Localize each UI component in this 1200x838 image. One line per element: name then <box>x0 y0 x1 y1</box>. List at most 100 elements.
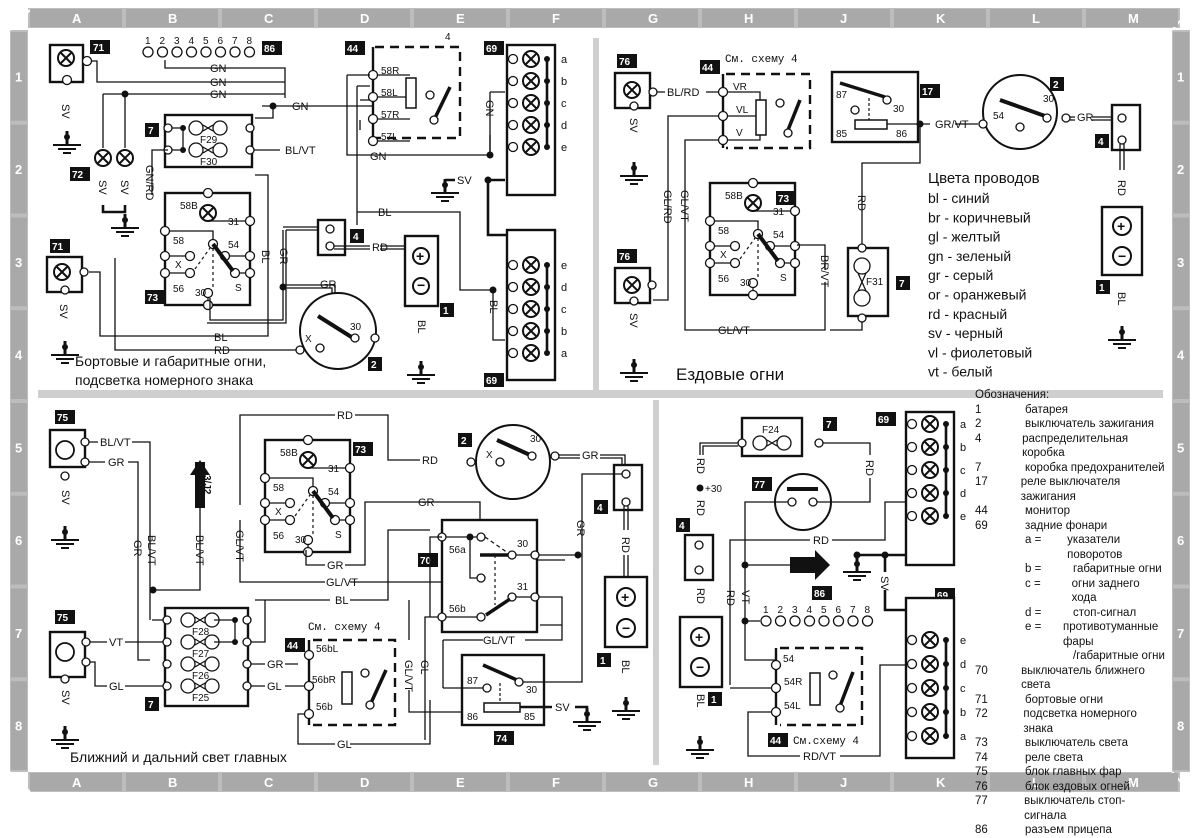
designation-number: 74 <box>975 751 988 764</box>
grid-col-cell <box>222 9 314 27</box>
lamp-function-label: b <box>561 76 567 88</box>
lamp-icon <box>921 655 939 673</box>
connector-pin <box>142 46 154 58</box>
switch-pin-label: 31 <box>773 207 785 218</box>
svg-text:4: 4 <box>679 521 685 532</box>
svg-text:F26: F26 <box>192 671 210 682</box>
designation-sub-item: e =противотуманные фары <box>1025 621 1159 648</box>
svg-text:1: 1 <box>600 656 606 667</box>
grid-col-label: J <box>840 775 847 790</box>
svg-text:86: 86 <box>467 712 479 723</box>
switch-pin-label: 56 <box>718 274 730 285</box>
svg-text:F25: F25 <box>192 693 210 704</box>
designation-sub-item: b =габаритные огни <box>1025 563 1162 575</box>
grid-col-label: C <box>264 11 274 26</box>
grid-row-label: 2 <box>15 162 22 177</box>
lamp-function-label: c <box>561 98 567 110</box>
connector-pin-label: 1 <box>763 605 769 616</box>
svg-text:GR: GR <box>574 520 586 537</box>
grid-col-label: B <box>168 775 177 790</box>
grid-row-label: 8 <box>1177 719 1184 734</box>
switch-pin-label: 58 <box>273 483 285 494</box>
grid-col-cell <box>414 9 506 27</box>
grid-col-label: A <box>72 11 82 26</box>
grid-col-cell <box>318 773 410 791</box>
wire-label: SV <box>59 104 71 119</box>
grid-col-label: D <box>360 11 369 26</box>
connector-pin-label: 6 <box>836 605 842 616</box>
svg-text:F27: F27 <box>192 649 210 660</box>
connector-pin-label: 7 <box>850 605 856 616</box>
designation-number: 17 <box>975 476 988 488</box>
svg-text:86: 86 <box>264 44 276 55</box>
svg-text:См. схему 4: См. схему 4 <box>308 622 381 634</box>
svg-text:GN: GN <box>292 101 309 113</box>
svg-text:RD: RD <box>724 590 736 606</box>
svg-text:70: 70 <box>420 556 432 567</box>
svg-text:GR: GR <box>418 497 435 509</box>
designation-text: реле выключателя зажигания <box>1020 476 1121 503</box>
lamp-icon <box>522 94 540 112</box>
svg-text:2/B6: 2/B6 <box>793 561 815 572</box>
svg-text:GR/VT: GR/VT <box>935 119 969 131</box>
designation-text: бортовые огни <box>1025 693 1103 706</box>
svg-text:71: 71 <box>93 43 105 54</box>
monitor-pin-label: 57L <box>381 132 398 143</box>
switch-pin-label: 58B <box>725 191 743 202</box>
switch-pin-label: 54 <box>228 240 240 251</box>
grid-row-label: 4 <box>15 348 23 363</box>
section-brake-lights: F24 7 RD RD +30 RD 4 RD + − 1 BL 77 2/B6… <box>676 410 967 763</box>
designation-text: распределительная коробка <box>1022 432 1129 460</box>
designation-item: 17 реле выключателя зажигания <box>975 475 1165 504</box>
svg-text:4: 4 <box>597 503 603 514</box>
connector-pin <box>229 46 241 58</box>
designation-sub-item: c =огни заднего хода <box>1025 577 1140 605</box>
switch-pin-label: 30 <box>740 278 752 289</box>
svg-text:GR: GR <box>108 457 125 469</box>
lamp-icon <box>921 461 939 479</box>
grid-row-label: 1 <box>15 69 22 84</box>
svg-text:SV: SV <box>555 702 570 714</box>
grid-row-cell <box>11 217 27 307</box>
svg-text:30: 30 <box>517 539 529 550</box>
svg-text:GL: GL <box>418 660 430 675</box>
wire-color-item: vl - фиолетовый <box>928 344 1032 360</box>
lamp-function-label: c <box>960 465 966 477</box>
designation-number: 77 <box>975 795 988 807</box>
designation-number: 86 <box>975 824 988 836</box>
svg-text:RD: RD <box>1115 180 1127 196</box>
svg-text:GL/VT: GL/VT <box>678 190 690 222</box>
switch-pin-label: 58 <box>173 236 185 247</box>
connector-pin-label: 7 <box>232 36 238 47</box>
svg-text:BL: BL <box>259 250 271 263</box>
svg-text:BL/VT: BL/VT <box>193 535 205 566</box>
wire-color-item: sv - черный <box>928 325 1003 341</box>
svg-text:56b: 56b <box>316 702 333 713</box>
svg-text:BL: BL <box>694 694 706 707</box>
grid-row-label: 6 <box>1177 533 1184 548</box>
svg-text:2: 2 <box>1053 80 1059 91</box>
svg-text:BL: BL <box>619 660 631 673</box>
switch-pin-label: S <box>235 283 242 294</box>
svg-text:RD: RD <box>372 242 388 254</box>
lamp-function-label: b <box>960 707 966 719</box>
svg-text:44: 44 <box>347 44 359 55</box>
connector-pin <box>803 615 816 627</box>
lamp-function-label: d <box>960 659 966 671</box>
lamp-icon <box>522 344 540 362</box>
svg-text:30: 30 <box>526 685 538 696</box>
svg-text:GR: GR <box>582 450 599 462</box>
grid-row-label: 5 <box>1177 440 1184 455</box>
designation-text: коробка предохранителей <box>1025 461 1165 474</box>
connector-pin <box>847 615 859 627</box>
grid-col-label: A <box>72 775 82 790</box>
svg-text:SV: SV <box>457 175 472 187</box>
svg-text:75: 75 <box>57 413 69 424</box>
svg-text:GL/VT: GL/VT <box>402 660 414 692</box>
svg-text:76: 76 <box>619 57 631 68</box>
lamp-icon <box>921 484 939 502</box>
